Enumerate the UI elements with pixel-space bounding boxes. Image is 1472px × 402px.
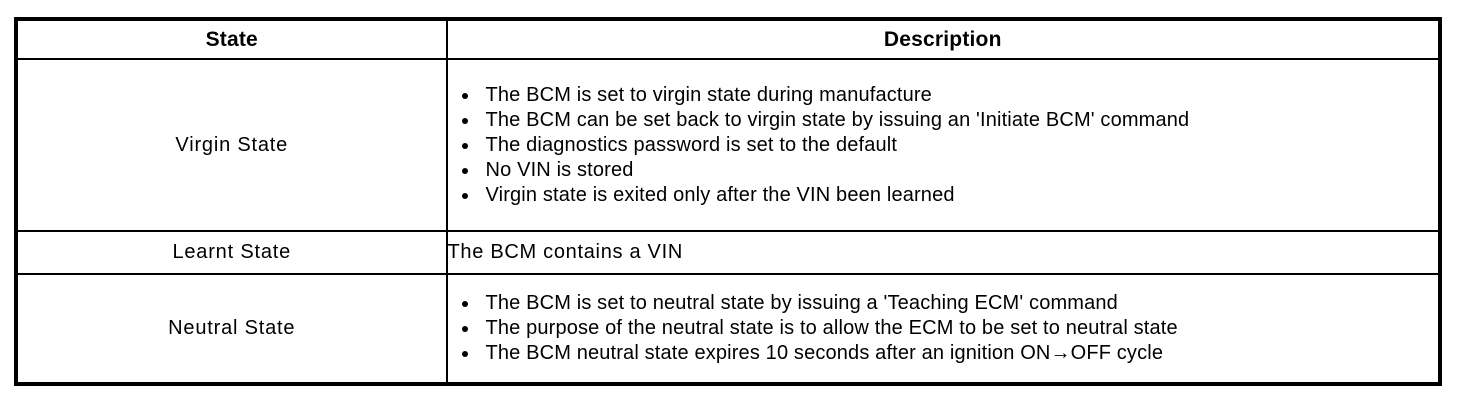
state-label-virgin: Virgin State xyxy=(15,58,448,232)
list-item: Virgin state is exited only after the VI… xyxy=(448,183,1439,208)
bullet-dot-icon xyxy=(461,142,468,149)
bullet-list-neutral: The BCM is set to neutral state by issui… xyxy=(448,291,1439,366)
table-header: State Description xyxy=(15,18,1441,60)
description-learnt: The BCM contains a VIN xyxy=(445,230,1441,275)
list-item: The BCM is set to virgin state during ma… xyxy=(448,83,1439,108)
list-item: The diagnostics password is set to the d… xyxy=(448,133,1439,158)
table-header-row: State Description xyxy=(15,18,1441,60)
list-item: The BCM can be set back to virgin state … xyxy=(448,108,1439,133)
list-item-text: The BCM is set to neutral state by issui… xyxy=(485,292,1118,314)
table-body: Virgin State The BCM is set to virgin st… xyxy=(15,58,1441,385)
description-neutral: The BCM is set to neutral state by issui… xyxy=(445,273,1441,385)
column-header-state: State xyxy=(15,18,448,60)
list-item: The purpose of the neutral state is to a… xyxy=(448,316,1439,341)
bullet-list-virgin: The BCM is set to virgin state during ma… xyxy=(448,83,1439,208)
bullet-dot-icon xyxy=(461,167,468,174)
bcm-state-table: State Description Virgin State The BCM i… xyxy=(14,17,1442,386)
list-item-text: The BCM is set to virgin state during ma… xyxy=(485,83,932,106)
table-row: Virgin State The BCM is set to virgin st… xyxy=(15,58,1441,232)
state-label-learnt: Learnt State xyxy=(15,230,448,275)
list-item: The BCM is set to neutral state by issui… xyxy=(448,291,1439,316)
list-item: No VIN is stored xyxy=(448,158,1439,183)
list-item: The BCM neutral state expires 10 seconds… xyxy=(448,341,1439,366)
table-row: Learnt State The BCM contains a VIN xyxy=(15,230,1441,275)
list-item-text: The BCM can be set back to virgin state … xyxy=(485,108,1190,131)
bullet-dot-icon xyxy=(461,351,468,357)
column-header-description: Description xyxy=(445,18,1441,60)
state-label-neutral: Neutral State xyxy=(15,273,448,385)
bullet-dot-icon xyxy=(461,192,468,199)
list-item-text: The BCM neutral state expires 10 seconds… xyxy=(485,342,1164,364)
description-virgin: The BCM is set to virgin state during ma… xyxy=(445,58,1441,232)
bullet-dot-icon xyxy=(461,301,468,307)
table-row: Neutral State The BCM is set to neutral … xyxy=(15,273,1441,385)
list-item-text: The diagnostics password is set to the d… xyxy=(485,133,898,156)
bullet-dot-icon xyxy=(461,326,468,332)
list-item-text: Virgin state is exited only after the VI… xyxy=(485,183,955,206)
bullet-dot-icon xyxy=(461,92,468,99)
list-item-text: No VIN is stored xyxy=(485,158,634,181)
list-item-text: The purpose of the neutral state is to a… xyxy=(485,317,1178,339)
bullet-dot-icon xyxy=(461,117,468,124)
